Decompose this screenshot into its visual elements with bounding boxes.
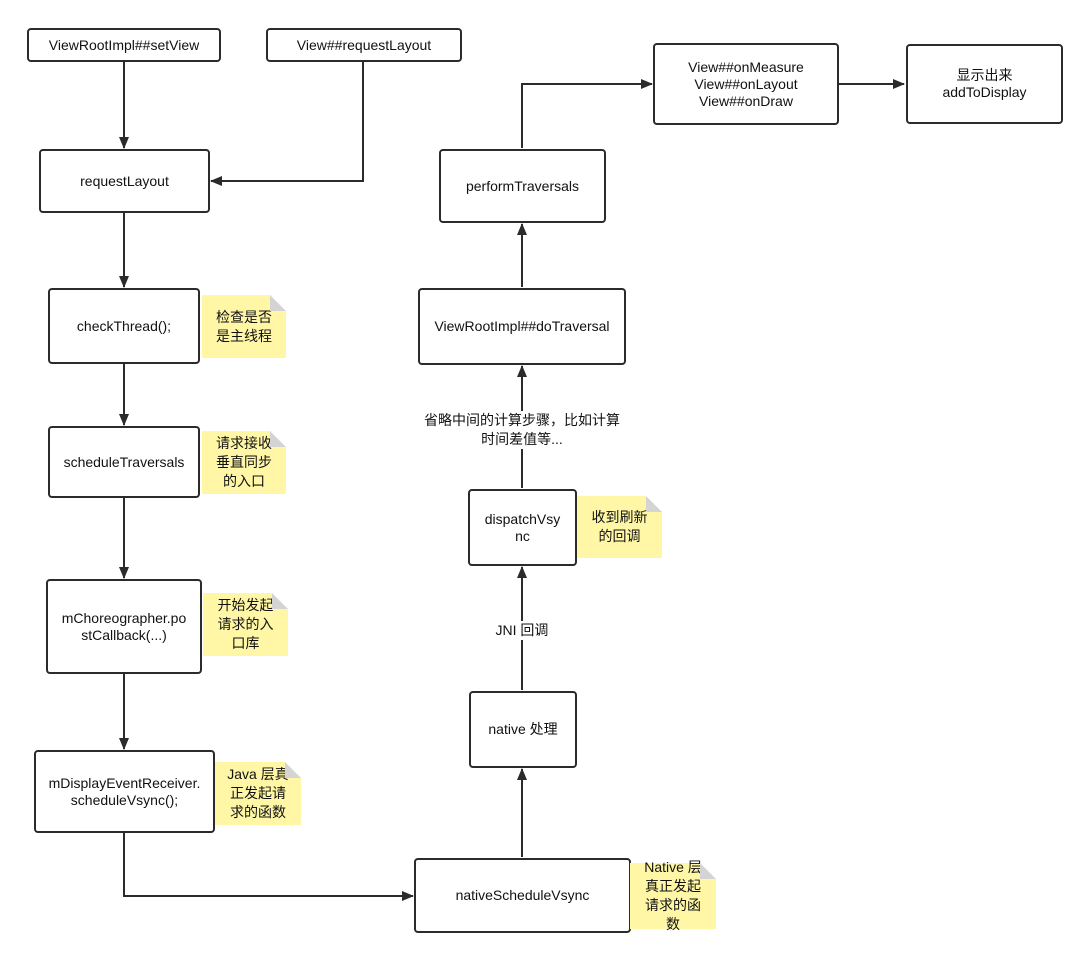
note-post-callback-line-2: 请求的入 — [217, 616, 274, 632]
node-schedule-vsync-line-1: mDisplayEventReceiver. — [48, 774, 201, 791]
node-check-thread-text: checkThread(); — [76, 317, 172, 334]
note-schedule-traversals-line-1: 请求接收 — [216, 435, 272, 451]
node-dispatch-vsync: dispatchVsy nc — [468, 489, 577, 566]
node-schedule-traversals: scheduleTraversals — [48, 426, 200, 498]
note-post-callback: 开始发起 请求的入 口库 — [203, 593, 288, 656]
node-set-view-text: ViewRootImpl##setView — [48, 36, 200, 53]
node-add-to-display-line-1: 显示出来 — [956, 67, 1013, 83]
node-view-request-layout-text: View##requestLayout — [296, 36, 432, 53]
note-check-thread-line-1: 检查是否 — [216, 308, 272, 325]
node-do-traversal-text: ViewRootImpl##doTraversal — [434, 318, 610, 334]
note-schedule-traversals-line-2: 垂直同步 — [216, 454, 272, 470]
note-schedule-vsync-line-3: 求的函数 — [230, 804, 286, 820]
node-add-to-display-line-2: addToDisplay — [942, 84, 1027, 100]
edge-label-omitted-steps: 省略中间的计算步骤，比如计算 时间差值等... — [412, 411, 632, 449]
edge-label-jni-callback-text: JNI 回调 — [495, 622, 549, 638]
node-schedule-vsync: mDisplayEventReceiver. scheduleVsync(); — [34, 750, 215, 833]
note-dispatch-vsync: 收到刷新 的回调 — [577, 496, 662, 558]
note-post-callback-line-1: 开始发起 — [217, 597, 274, 613]
arrow-schedulevsync-to-nativeschedulevsync — [123, 833, 414, 901]
note-dispatch-vsync-line-2: 的回调 — [598, 528, 641, 544]
edge-label-jni-callback: JNI 回调 — [486, 621, 558, 640]
note-native-schedule-vsync-line-1: Native 层 — [644, 859, 702, 875]
note-check-thread-line-2: 是主线程 — [216, 327, 272, 344]
node-dispatch-vsync-line-2: nc — [515, 527, 530, 544]
note-schedule-vsync: Java 层真 正发起请 求的函数 — [215, 762, 301, 825]
note-native-schedule-vsync-line-4: 数 — [665, 916, 680, 932]
note-native-schedule-vsync: Native 层 真正发起 请求的函 数 — [630, 859, 716, 932]
note-native-schedule-vsync-line-2: 真正发起 — [644, 878, 701, 894]
node-native-schedule-vsync-text: nativeScheduleVsync — [455, 887, 590, 903]
node-post-callback: mChoreographer.po stCallback(...) — [46, 579, 202, 674]
node-request-layout-text: requestLayout — [80, 172, 169, 189]
arrow-performtraversals-to-onmeasure — [521, 79, 653, 148]
note-check-thread: 检查是否 是主线程 — [202, 295, 286, 358]
node-do-traversal: ViewRootImpl##doTraversal — [418, 288, 626, 365]
node-native-process-text: native 处理 — [488, 721, 558, 737]
node-dispatch-vsync-line-1: dispatchVsy — [484, 510, 561, 527]
note-native-schedule-vsync-line-3: 请求的函 — [644, 897, 701, 913]
node-perform-traversals: performTraversals — [439, 149, 606, 223]
note-schedule-vsync-line-2: 正发起请 — [230, 785, 286, 801]
node-on-measure-line-1: View##onMeasure — [688, 58, 804, 75]
node-schedule-traversals-text: scheduleTraversals — [63, 453, 185, 470]
node-view-request-layout: View##requestLayout — [266, 28, 462, 62]
node-on-measure-layout-draw: View##onMeasure View##onLayout View##onD… — [653, 43, 839, 125]
edge-label-omitted-steps-line-2: 时间差值等... — [481, 431, 563, 447]
node-post-callback-line-1: mChoreographer.po — [61, 609, 187, 626]
note-post-callback-line-3: 口库 — [231, 635, 260, 651]
node-on-measure-line-3: View##onDraw — [699, 92, 793, 109]
node-check-thread: checkThread(); — [48, 288, 200, 364]
node-post-callback-line-2: stCallback(...) — [81, 626, 167, 643]
node-native-schedule-vsync: nativeScheduleVsync — [414, 858, 631, 933]
note-schedule-vsync-line-1: Java 层真 — [227, 766, 289, 782]
node-on-measure-line-2: View##onLayout — [694, 75, 798, 92]
edge-label-omitted-steps-line-1: 省略中间的计算步骤，比如计算 — [424, 412, 620, 428]
node-set-view: ViewRootImpl##setView — [27, 28, 221, 62]
node-add-to-display: 显示出来 addToDisplay — [906, 44, 1063, 124]
node-request-layout: requestLayout — [39, 149, 210, 213]
node-schedule-vsync-line-2: scheduleVsync(); — [70, 791, 179, 808]
node-native-process: native 处理 — [469, 691, 577, 768]
note-schedule-traversals: 请求接收 垂直同步 的入口 — [202, 431, 286, 494]
note-dispatch-vsync-line-1: 收到刷新 — [591, 509, 648, 525]
arrow-viewrequest-to-requestlayout — [210, 62, 364, 186]
node-perform-traversals-text: performTraversals — [465, 177, 580, 194]
note-schedule-traversals-line-3: 的入口 — [223, 473, 265, 489]
